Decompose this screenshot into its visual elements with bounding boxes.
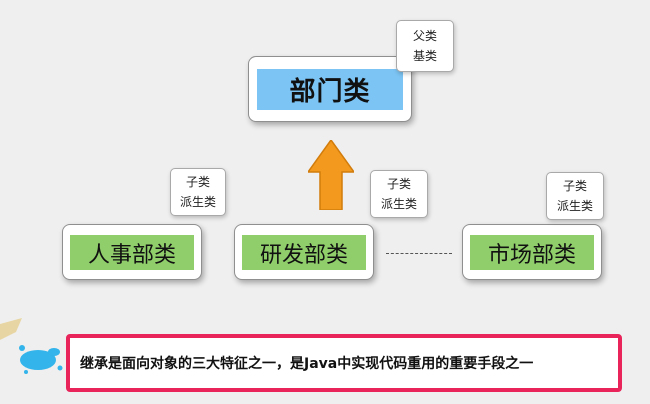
parent-note-line1: 父类 (412, 29, 437, 43)
splash-dot-3 (24, 370, 28, 374)
splash-dot-2 (57, 365, 63, 371)
child-class-box-market: 市场部类 (462, 224, 602, 280)
child-note-hr-line1: 子类 (185, 175, 210, 189)
child-class-label-hr: 人事部类 (70, 235, 194, 270)
child-class-box-hr: 人事部类 (62, 224, 202, 280)
parent-note-line2: 基类 (412, 49, 437, 63)
inheritance-arrow-shape (308, 140, 354, 210)
decorative-corner-shape (0, 318, 22, 340)
splash-blob-main (20, 350, 56, 370)
caption-text: 继承是面向对象的三大特征之一，是Java中实现代码重用的重要手段之一 (80, 356, 534, 372)
child-note-market-line2: 派生类 (556, 199, 593, 213)
child-note-hr: 子类 派生类 (170, 168, 226, 216)
parent-note: 父类 基类 (396, 20, 454, 72)
child-note-rd-line1: 子类 (386, 177, 411, 191)
child-note-rd: 子类 派生类 (370, 170, 428, 218)
parent-class-label: 部门类 (257, 69, 403, 110)
ellipsis-connector (386, 253, 452, 254)
inheritance-arrow (308, 140, 354, 210)
child-note-market: 子类 派生类 (546, 172, 604, 220)
decorative-paint-splash (19, 345, 63, 374)
parent-class-box: 部门类 (248, 56, 412, 122)
child-class-label-market: 市场部类 (470, 235, 594, 270)
caption-box: 继承是面向对象的三大特征之一，是Java中实现代码重用的重要手段之一 (66, 334, 622, 392)
splash-dot-1 (19, 345, 25, 351)
child-note-market-line1: 子类 (562, 179, 587, 193)
child-class-box-rd: 研发部类 (234, 224, 374, 280)
splash-blob-small (48, 348, 60, 356)
child-class-label-rd: 研发部类 (242, 235, 366, 270)
decorative-corner-shape-fill (0, 318, 22, 340)
child-note-hr-line2: 派生类 (179, 195, 216, 209)
child-note-rd-line2: 派生类 (380, 197, 417, 211)
